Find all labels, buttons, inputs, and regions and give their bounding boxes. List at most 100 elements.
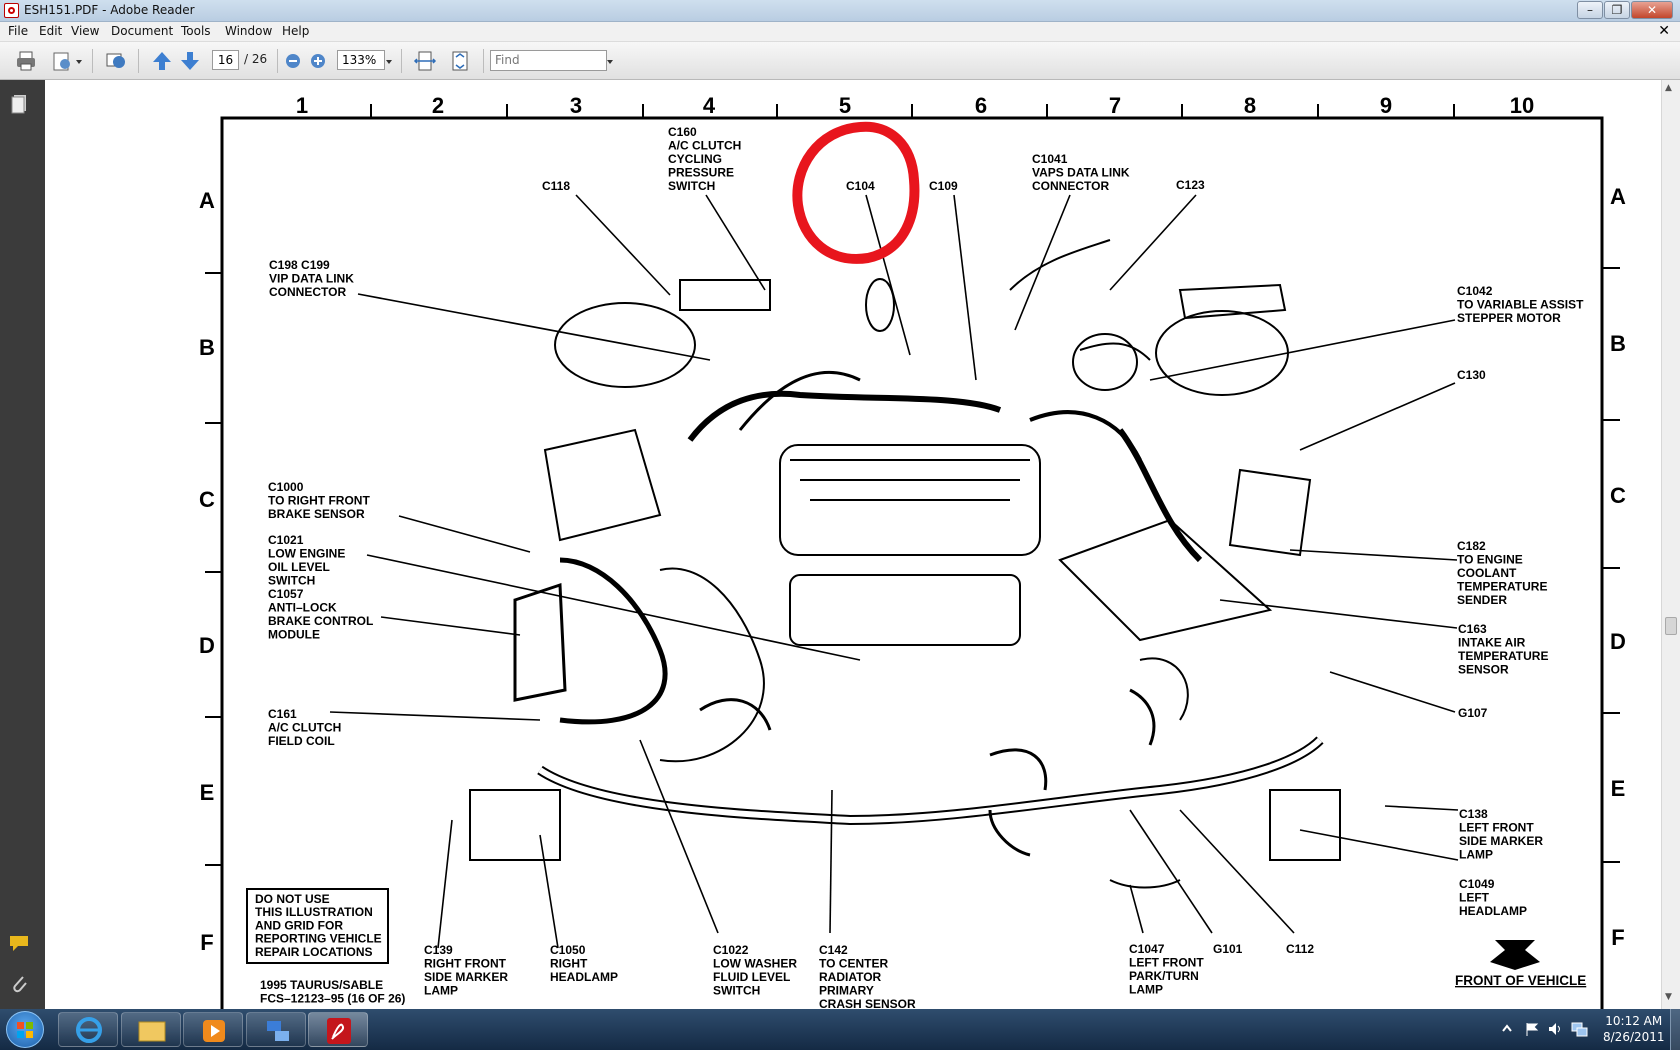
fit-page-icon[interactable]: [448, 49, 472, 73]
windows-logo-icon: [17, 1022, 33, 1038]
front-of-vehicle-label: FRONT OF VEHICLE: [1455, 973, 1586, 988]
fit-width-icon[interactable]: [413, 49, 437, 73]
taskbar-adobe-reader[interactable]: [308, 1012, 368, 1047]
start-button[interactable]: [6, 1011, 44, 1048]
menu-document[interactable]: Document: [111, 24, 174, 38]
page-number-input[interactable]: 16: [212, 50, 239, 70]
wiring-diagram-page: 1 2 3 4 5 6 7 8 9 10 A B C D E F A B C D…: [199, 93, 1626, 1009]
label-g107: G107: [1458, 706, 1488, 720]
zoom-level-input[interactable]: 133%: [337, 50, 385, 70]
vertical-scrollbar[interactable]: ▲ ▼: [1661, 80, 1680, 1009]
close-button[interactable]: ✕: [1631, 1, 1673, 19]
chevron-down-icon[interactable]: [74, 49, 84, 73]
zoom-in-icon[interactable]: [309, 49, 327, 73]
collaborate-icon[interactable]: [104, 49, 128, 73]
scrollbar-thumb[interactable]: [1665, 617, 1677, 635]
label-c130: C130: [1457, 368, 1486, 382]
chevron-down-icon[interactable]: [384, 49, 394, 73]
label-c109: C109: [929, 179, 958, 193]
previous-page-icon[interactable]: [150, 49, 174, 73]
label-c112: C112: [1286, 942, 1314, 956]
grid-row-d: D: [199, 633, 215, 658]
diagram-frame: [220, 116, 1604, 1009]
find-input[interactable]: Find: [490, 50, 607, 71]
grid-col-6: 6: [975, 93, 987, 118]
scroll-up-icon[interactable]: ▲: [1665, 83, 1672, 93]
label-g101: G101: [1213, 942, 1243, 956]
grid-row-a: A: [199, 188, 215, 213]
adobe-reader-icon: [4, 3, 19, 18]
network-icon: [267, 1021, 289, 1041]
next-page-icon[interactable]: [178, 49, 202, 73]
menu-window[interactable]: Window: [225, 24, 273, 38]
network-status-icon[interactable]: [1571, 1021, 1589, 1037]
volume-icon[interactable]: [1547, 1021, 1563, 1037]
toolbar: 16 / 26 133% Find: [0, 42, 1680, 80]
save-icon[interactable]: [50, 49, 74, 73]
comments-panel-icon[interactable]: [8, 933, 32, 955]
zoom-out-icon[interactable]: [284, 49, 302, 73]
taskbar-explorer[interactable]: [121, 1012, 181, 1047]
folder-icon: [138, 1021, 166, 1042]
menu-help[interactable]: Help: [282, 24, 310, 38]
taskbar-internet-explorer[interactable]: [58, 1012, 118, 1047]
grid-row-c-right: C: [1610, 483, 1626, 508]
system-clock[interactable]: 10:12 AM 8/26/2011: [1603, 1013, 1665, 1045]
scroll-down-icon[interactable]: ▼: [1665, 992, 1672, 1002]
window-title: ESH151.PDF - Adobe Reader: [24, 3, 195, 17]
grid-col-9: 9: [1380, 93, 1392, 118]
taskbar-network-app[interactable]: [246, 1012, 306, 1047]
menu-edit[interactable]: Edit: [39, 24, 63, 38]
taskbar-media-player[interactable]: [183, 1012, 243, 1047]
highlight-circle-annotation: [792, 121, 920, 264]
front-of-vehicle-arrow-icon: [1490, 940, 1540, 970]
grid-col-3: 3: [570, 93, 582, 118]
menu-tools[interactable]: Tools: [181, 24, 211, 38]
grid-row-b: B: [199, 335, 215, 360]
print-icon[interactable]: [14, 49, 38, 73]
title-bar: ESH151.PDF - Adobe Reader – ❐ ✕: [0, 0, 1680, 22]
action-center-flag-icon[interactable]: [1524, 1021, 1540, 1037]
media-player-icon: [203, 1020, 225, 1042]
toolbar-separator: [483, 49, 484, 73]
grid-col-8: 8: [1244, 93, 1256, 118]
document-view: 1 2 3 4 5 6 7 8 9 10 A B C D E F A B C D…: [45, 80, 1661, 1009]
toolbar-separator: [277, 49, 278, 73]
close-document-icon[interactable]: ✕: [1658, 23, 1670, 39]
menu-file[interactable]: File: [8, 24, 29, 38]
taskbar: 10:12 AM 8/26/2011: [0, 1009, 1680, 1050]
menu-bar: File Edit View Document Tools Window Hel…: [0, 22, 1680, 42]
grid-col-10: 10: [1510, 93, 1534, 118]
menu-view[interactable]: View: [71, 24, 100, 38]
attachments-panel-icon[interactable]: [10, 972, 30, 996]
pages-panel-icon[interactable]: [9, 93, 31, 115]
grid-col-2: 2: [432, 93, 444, 118]
grid-col-1: 1: [296, 93, 308, 118]
page-count: / 26: [244, 52, 268, 66]
toolbar-separator: [92, 49, 93, 73]
disclaimer-box: [246, 888, 389, 964]
show-desktop-button[interactable]: [1670, 1009, 1680, 1050]
maximize-button[interactable]: ❐: [1604, 1, 1630, 19]
minimize-button[interactable]: –: [1577, 1, 1603, 19]
show-hidden-icons-icon[interactable]: [1500, 1021, 1514, 1037]
engine-compartment-illustration: [469, 239, 1341, 889]
grid-col-4: 4: [703, 93, 716, 118]
chevron-down-icon[interactable]: [605, 49, 615, 73]
grid-col-7: 7: [1109, 93, 1121, 118]
